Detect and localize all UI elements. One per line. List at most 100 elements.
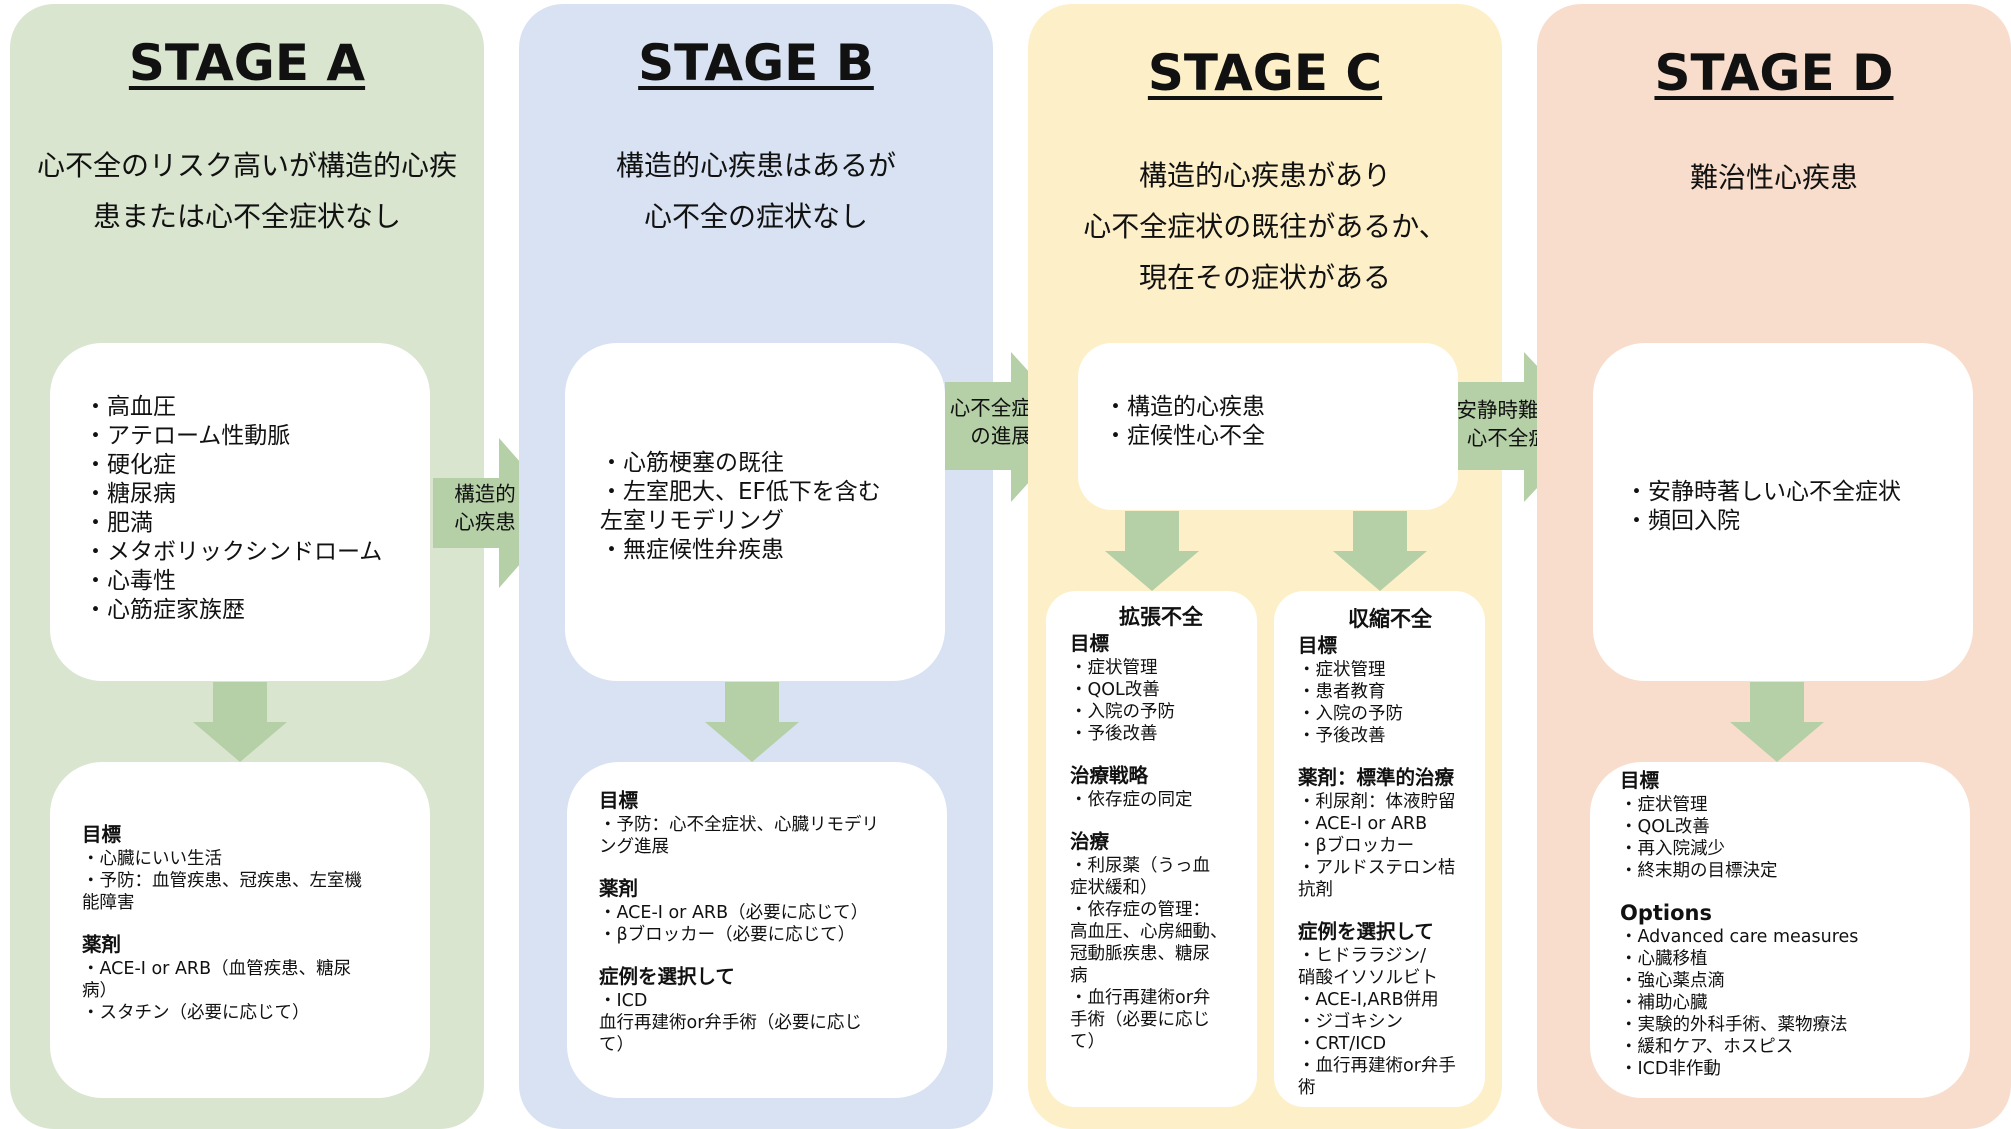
- list-item: ・心筋症家族歴: [84, 597, 245, 623]
- stage-b-detail-box: 目標 ・予防：心不全症状、心臓リモデリ ング進展 薬剤 ・ACE-I or AR…: [567, 762, 947, 1098]
- detail-line: ・再入院減少: [1620, 839, 1725, 859]
- detail-line: 手術（必要に応じ: [1070, 1010, 1210, 1030]
- section-heading: 目標: [599, 789, 639, 812]
- detail-line: ・ACE-I or ARB: [1298, 814, 1428, 834]
- detail-line: ・血行再建術or弁手: [1298, 1056, 1456, 1076]
- detail-line: ・βブロッカー（必要に応じて）: [599, 925, 856, 945]
- detail-line: 症状緩和）: [1070, 878, 1158, 898]
- systolic-detail: 収縮不全 目標 ・症状管理 ・患者教育 ・入院の予防 ・予後改善 薬剤：標準的治…: [1298, 605, 1482, 1099]
- detail-line: ・緩和ケア、ホスピス: [1620, 1037, 1794, 1057]
- detail-line: 能障害: [82, 893, 135, 913]
- list-item: ・肥満: [84, 510, 153, 536]
- list-item: ・硬化症: [84, 452, 176, 478]
- stage-a-title: STAGE A: [128, 34, 366, 92]
- desc-line: 構造的心疾患はあるが: [615, 149, 896, 182]
- list-item: 左室リモデリング: [600, 508, 784, 534]
- detail-line: ・QOL改善: [1070, 680, 1160, 700]
- detail-line: 抗剤: [1298, 880, 1333, 900]
- section-heading: 薬剤: [599, 877, 639, 900]
- section-heading: 薬剤：標準的治療: [1298, 766, 1455, 789]
- stage-c-heart-failure-box: ・構造的心疾患 ・症候性心不全: [1078, 343, 1458, 510]
- detail-line: 冠動脈疾患、糖尿: [1070, 944, 1210, 964]
- detail-line: ・心臓にいい生活: [82, 849, 222, 869]
- detail-line: ング進展: [599, 837, 669, 857]
- transition-label-a-b: 構造的 心疾患: [433, 480, 537, 536]
- stage-a-description: 心不全のリスク高いが構造的心疾 患または心不全症状なし: [20, 140, 474, 242]
- list-item: ・症候性心不全: [1104, 423, 1265, 449]
- section-heading: 症例を選択して: [599, 965, 735, 988]
- detail-line: ・ICD: [599, 991, 648, 1011]
- label-line: 心疾患: [454, 510, 516, 534]
- detail-line: ・依存症の管理：: [1070, 900, 1210, 920]
- stage-a-risk-list: ・高血圧 ・アテローム性動脈 ・硬化症 ・糖尿病 ・肥満 ・メタボリックシンドロ…: [84, 393, 382, 625]
- stage-c-description: 構造的心疾患があり 心不全症状の既往があるか、 現在その症状がある: [1038, 150, 1492, 303]
- stage-d-title: STAGE D: [1654, 44, 1894, 102]
- stage-d-detail: 目標 ・症状管理 ・QOL改善 ・再入院減少 ・終末期の目標決定 Options…: [1620, 768, 1960, 1080]
- desc-line: 心不全の症状なし: [643, 200, 868, 233]
- detail-line: ・利尿剤：体液貯留: [1298, 792, 1456, 812]
- label-line: の進展: [970, 424, 1032, 448]
- detail-line: ・強心薬点滴: [1620, 971, 1725, 991]
- detail-line: ・βブロッカー: [1298, 836, 1415, 856]
- detail-line: て）: [599, 1035, 634, 1055]
- detail-line: 術: [1298, 1078, 1316, 1098]
- desc-line: 心不全症状の既往があるか、: [1083, 210, 1447, 243]
- list-item: ・頻回入院: [1625, 508, 1740, 534]
- list-item: ・メタボリックシンドローム: [84, 539, 383, 565]
- list-item: ・安静時著しい心不全症状: [1625, 479, 1901, 505]
- detail-line: ・実験的外科手術、薬物療法: [1620, 1015, 1848, 1035]
- stage-a-detail: 目標 ・心臓にいい生活 ・予防：血管疾患、冠疾患、左室機 能障害 薬剤 ・ACE…: [82, 822, 412, 1024]
- detail-line: ・ICD非作動: [1620, 1059, 1721, 1079]
- detail-line: 病: [1070, 966, 1088, 986]
- stage-b-detail: 目標 ・予防：心不全症状、心臓リモデリ ング進展 薬剤 ・ACE-I or AR…: [599, 788, 929, 1056]
- list-item: ・アテローム性動脈: [84, 423, 291, 449]
- stage-c-list: ・構造的心疾患 ・症候性心不全: [1104, 393, 1265, 451]
- diastolic-title: 拡張不全: [1119, 605, 1203, 629]
- stage-d-refractory-box: ・安静時著しい心不全症状 ・頻回入院: [1593, 343, 1973, 681]
- detail-line: 高血圧、心房細動、: [1070, 922, 1228, 942]
- detail-line: 硝酸イソソルビト: [1298, 968, 1438, 988]
- list-item: ・心毒性: [84, 568, 176, 594]
- stage-d-description: 難治性心疾患: [1547, 152, 2001, 203]
- detail-line: ・予後改善: [1298, 726, 1386, 746]
- desc-line: 現在その症状がある: [1138, 261, 1391, 294]
- list-item: ・左室肥大、EF低下を含む: [600, 479, 881, 505]
- desc-line: 心不全のリスク高いが構造的心疾: [36, 149, 457, 182]
- systolic-title: 収縮不全: [1348, 607, 1432, 631]
- stage-b-title: STAGE B: [638, 34, 874, 92]
- detail-line: ・血行再建術or弁: [1070, 988, 1211, 1008]
- detail-line: ・入院の予防: [1070, 702, 1175, 722]
- detail-line: ・ACE-I or ARB（血管疾患、糖尿: [82, 959, 352, 979]
- section-heading: 症例を選択して: [1298, 920, 1434, 943]
- detail-line: ・予後改善: [1070, 724, 1158, 744]
- detail-line: ・予防：心不全症状、心臓リモデリ: [599, 815, 879, 835]
- detail-line: て）: [1070, 1032, 1105, 1052]
- desc-line: 難治性心疾患: [1689, 161, 1858, 194]
- list-item: ・心筋梗塞の既往: [600, 450, 784, 476]
- label-line: 構造的: [454, 482, 516, 506]
- section-heading: 目標: [1070, 632, 1110, 655]
- detail-line: ・利尿薬（うっ血: [1070, 856, 1210, 876]
- detail-line: ・終末期の目標決定: [1620, 861, 1778, 881]
- stage-b-structural-box: ・心筋梗塞の既往 ・左室肥大、EF低下を含む 左室リモデリング ・無症候性弁疾患: [565, 343, 945, 681]
- detail-line: ・症状管理: [1620, 795, 1708, 815]
- stage-c-diastolic-box: 拡張不全 目標 ・症状管理 ・QOL改善 ・入院の予防 ・予後改善 治療戦略 ・…: [1046, 591, 1257, 1107]
- list-item: ・高血圧: [84, 394, 176, 420]
- detail-line: ・依存症の同定: [1070, 790, 1193, 810]
- detail-line: ・スタチン（必要に応じて）: [82, 1003, 310, 1023]
- detail-line: ・CRT/ICD: [1298, 1034, 1387, 1054]
- list-item: ・無症候性弁疾患: [600, 537, 784, 563]
- stage-a-risk-box: ・高血圧 ・アテローム性動脈 ・硬化症 ・糖尿病 ・肥満 ・メタボリックシンドロ…: [50, 343, 430, 681]
- detail-line: ・補助心臓: [1620, 993, 1708, 1013]
- detail-line: ・症状管理: [1298, 660, 1386, 680]
- detail-line: ・心臓移植: [1620, 949, 1708, 969]
- section-heading: 目標: [1620, 769, 1660, 792]
- section-heading: 治療: [1070, 830, 1110, 853]
- detail-line: ・QOL改善: [1620, 817, 1710, 837]
- detail-line: ・入院の予防: [1298, 704, 1403, 724]
- list-item: ・糖尿病: [84, 481, 176, 507]
- detail-line: ・ACE-I or ARB（必要に応じて）: [599, 903, 869, 923]
- stage-d-list: ・安静時著しい心不全症状 ・頻回入院: [1625, 478, 1901, 536]
- detail-line: ・ジゴキシン: [1298, 1012, 1403, 1032]
- diastolic-detail: 拡張不全 目標 ・症状管理 ・QOL改善 ・入院の予防 ・予後改善 治療戦略 ・…: [1070, 603, 1252, 1053]
